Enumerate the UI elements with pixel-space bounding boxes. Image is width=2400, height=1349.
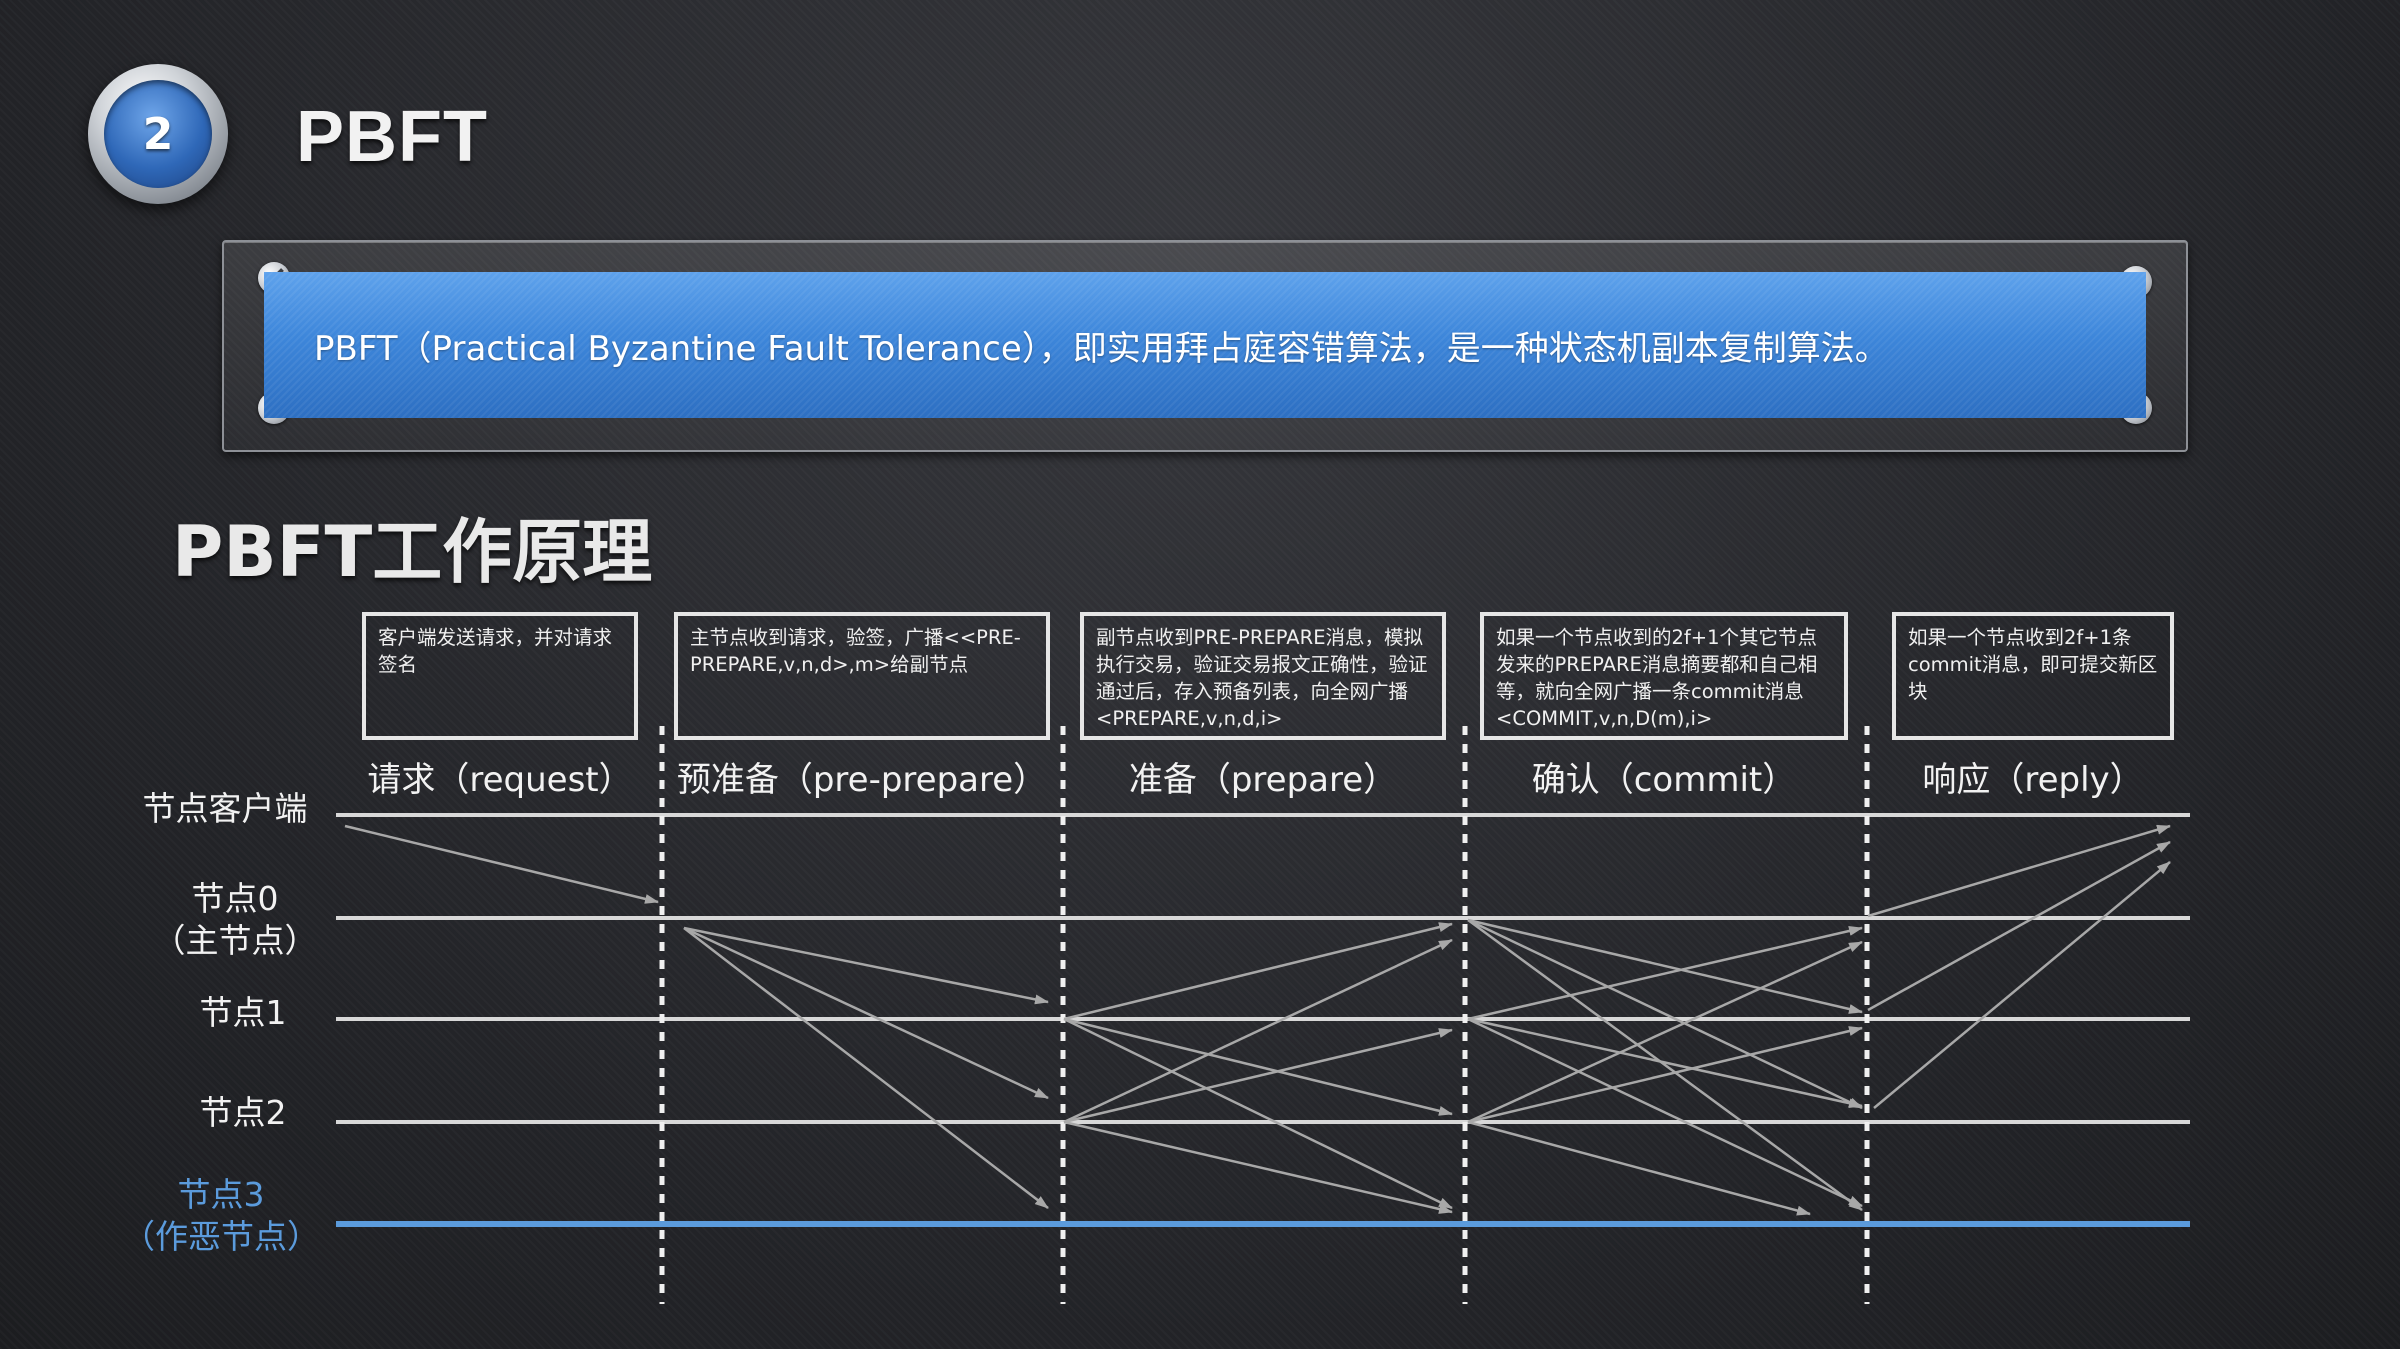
screw-icon xyxy=(258,262,290,294)
message-arrow xyxy=(1867,840,2171,1012)
definition-text: PBFT（Practical Byzantine Fault Tolerance… xyxy=(314,328,1889,369)
section-title: PBFT工作原理 xyxy=(172,511,653,593)
node-label-line2: （主节点） xyxy=(152,921,318,960)
node-label-line1: 节点1 xyxy=(199,993,287,1032)
message-arrow xyxy=(683,926,1049,1005)
phase-description-commit: 如果一个节点收到的2f+1个其它节点发来的PREPARE消息摘要都和自己相等，就… xyxy=(1480,612,1848,740)
message-arrow xyxy=(1063,1017,1453,1210)
phase-description-pre-prepare: 主节点收到请求，验签，广播<<PRE-PREPARE,v,n,d>,m>给副节点 xyxy=(674,612,1050,740)
message-arrow xyxy=(1063,938,1453,1124)
message-arrow xyxy=(1063,1017,1453,1116)
message-arrow xyxy=(1467,918,1863,1212)
node-label-node3: 节点3 （作恶节点） xyxy=(116,1174,326,1258)
phase-label-commit: 确认（commit） xyxy=(1531,760,1797,800)
screw-icon xyxy=(258,392,290,424)
definition-banner: PBFT（Practical Byzantine Fault Tolerance… xyxy=(264,272,2146,418)
message-arrow xyxy=(1467,1026,1863,1124)
node-label-line2: （作恶节点） xyxy=(122,1217,320,1256)
message-arrow xyxy=(1063,1120,1453,1214)
message-arrow xyxy=(1467,1017,1863,1208)
node-label-node2: 节点2 xyxy=(138,1092,348,1134)
phase-label-pre-prepare: 预准备（pre-prepare） xyxy=(676,760,1048,800)
node-label-line1: 节点3 xyxy=(177,1175,265,1214)
node-label-line1: 节点2 xyxy=(199,1093,287,1132)
message-arrow xyxy=(344,824,659,904)
section-number-badge: 2 xyxy=(88,64,228,204)
message-arrow xyxy=(1063,922,1453,1021)
badge-number: 2 xyxy=(142,108,174,160)
node-label-line1: 节点客户端 xyxy=(142,789,308,828)
node-label-client: 节点客户端 xyxy=(120,788,330,830)
node-label-node0: 节点0 （主节点） xyxy=(130,878,340,962)
message-arrow xyxy=(1063,1028,1453,1124)
message-arrow xyxy=(1467,918,1863,1110)
message-arrow xyxy=(683,927,1049,1209)
phase-label-request: 请求（request） xyxy=(367,760,633,800)
node-label-node1: 节点1 xyxy=(138,992,348,1034)
node-label-line1: 节点0 xyxy=(191,879,279,918)
message-arrow xyxy=(1467,926,1863,1021)
message-arrow xyxy=(1467,1120,1811,1216)
phase-label-prepare: 准备（prepare） xyxy=(1128,760,1398,800)
message-arrow xyxy=(1867,824,2171,918)
message-arrow xyxy=(1467,918,1863,1014)
phase-description-prepare: 副节点收到PRE-PREPARE消息，模拟执行交易，验证交易报文正确性，验证通过… xyxy=(1080,612,1446,740)
phase-description-request: 客户端发送请求，并对请求签名 xyxy=(362,612,638,740)
phase-description-reply: 如果一个节点收到2f+1条commit消息，即可提交新区块 xyxy=(1892,612,2174,740)
message-arrow xyxy=(1467,1017,1863,1109)
page-title: PBFT xyxy=(296,97,488,177)
definition-banner-frame: PBFT（Practical Byzantine Fault Tolerance… xyxy=(222,240,2188,452)
message-arrow xyxy=(1873,861,2171,1109)
message-arrow xyxy=(683,926,1049,1100)
badge-inner: 2 xyxy=(104,80,212,188)
message-arrow xyxy=(1467,940,1863,1124)
phase-label-reply: 响应（reply） xyxy=(1922,760,2144,800)
